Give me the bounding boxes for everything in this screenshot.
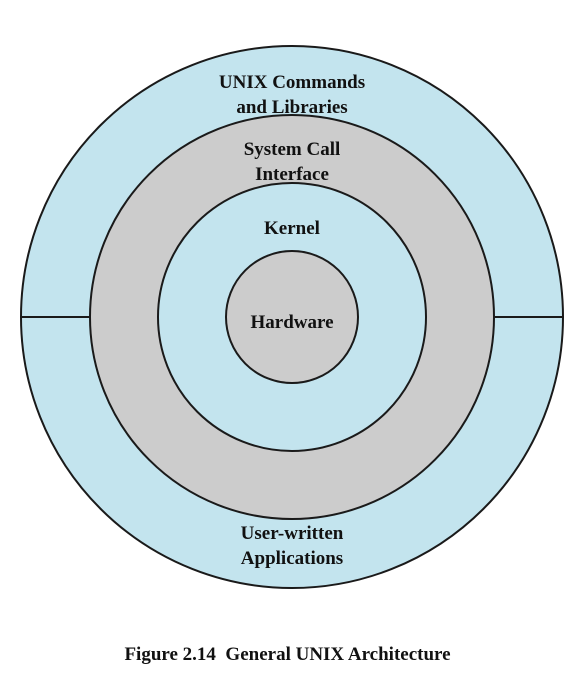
unix-architecture-diagram: UNIX Commands and Libraries System Call … bbox=[20, 45, 564, 589]
system-call-label-line1: System Call bbox=[244, 139, 341, 160]
outer-top-label-line2: and Libraries bbox=[236, 97, 347, 118]
outer-bottom-label-line1: User-written bbox=[241, 523, 344, 544]
figure-caption: Figure 2.14 General UNIX Architecture bbox=[0, 644, 575, 666]
system-call-label-line2: Interface bbox=[255, 164, 329, 185]
outer-bottom-label-line2: Applications bbox=[241, 548, 343, 569]
kernel-label: Kernel bbox=[264, 218, 320, 239]
outer-top-label-line1: UNIX Commands bbox=[219, 72, 365, 93]
figure-number: Figure 2.14 bbox=[124, 644, 216, 665]
hardware-core bbox=[225, 250, 359, 384]
figure-title: General UNIX Architecture bbox=[225, 644, 451, 665]
hardware-label: Hardware bbox=[250, 312, 333, 333]
